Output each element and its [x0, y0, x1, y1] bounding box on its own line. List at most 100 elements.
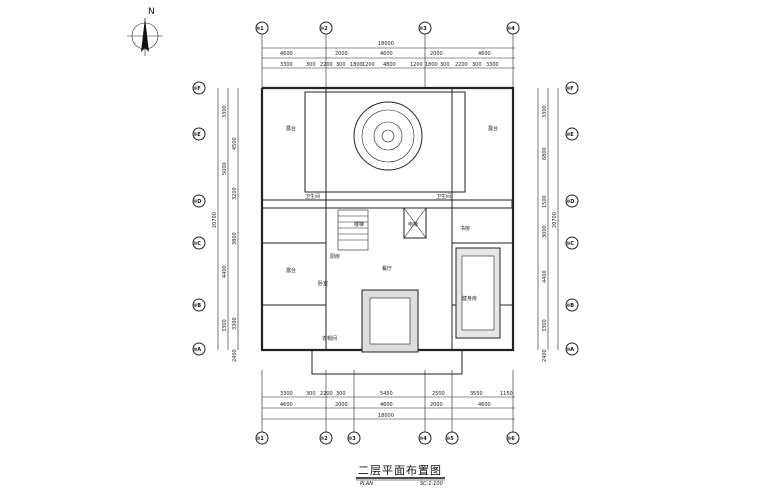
building-walls	[260, 86, 515, 375]
axis-bubbles-left: ⑩F ⑩E ⑩D ⑩C ⑩B ⑩A	[192, 81, 206, 356]
room-stair: 楼梯	[354, 221, 364, 228]
right-dim-7: 2400	[542, 349, 548, 362]
left-dim-2: 4500	[232, 137, 238, 150]
stair-icon	[337, 209, 369, 251]
top-dim-4: 2000	[430, 51, 443, 57]
axis-right-b: ⑩B	[566, 303, 574, 309]
room-study: 书房	[460, 225, 470, 232]
bottom-sub-2: 300	[306, 391, 316, 397]
axis-right-f: ⑩F	[566, 86, 574, 92]
axis-bottom-3: ⑩3	[348, 436, 356, 442]
top-sub-2: 300	[306, 62, 316, 68]
axis-left-a: ⑩A	[193, 347, 201, 353]
north-letter: N	[148, 7, 155, 17]
left-dim-5: 3800	[232, 232, 238, 245]
top-sub-8: 1200	[410, 62, 423, 68]
top-dim-5: 4600	[478, 51, 491, 57]
axis-bubbles-bottom: ⑩1 ⑩2 ⑩3 ⑩4 ⑩5 ⑩6	[255, 370, 520, 445]
room-terrace-left: 露台	[286, 125, 296, 132]
room-lift: 电梯	[408, 221, 418, 228]
room-cloak: 衣帽间	[322, 335, 337, 342]
room-kitchen: 厨房	[330, 253, 340, 260]
right-dim-5: 4400	[542, 270, 548, 283]
bottom-sub-5: 5450	[380, 391, 393, 397]
courtyard-hatch	[361, 247, 501, 353]
axis-bottom-4: ⑩4	[419, 436, 427, 442]
drawing-plan-word: PLAN	[360, 481, 373, 487]
room-bath-left: 卫生间	[305, 193, 320, 200]
bottom-sub-4: 300	[336, 391, 346, 397]
dining-table-icon	[353, 101, 423, 171]
bottom-dim-2: 2000	[335, 402, 348, 408]
axis-bubbles-top: ⑩1 ⑩2 ⑩3 ⑩4	[255, 21, 520, 88]
axis-bubbles-right: ⑩F ⑩E ⑩D ⑩C ⑩B ⑩A	[565, 81, 579, 356]
bottom-sub-8: 1150	[500, 391, 513, 397]
bottom-dim-3: 4600	[380, 402, 393, 408]
top-sub-5: 1800	[350, 62, 363, 68]
drawing-title: 二层平面布置图	[358, 464, 442, 477]
room-dining: 餐厅	[382, 265, 392, 272]
axis-left-f: ⑩F	[193, 86, 201, 92]
top-dimensions: 18000 4600 2000 4600 2000 4600 3300 300 …	[262, 41, 515, 69]
north-arrow-icon: N	[127, 7, 163, 56]
left-dim-4: 3200	[232, 187, 238, 200]
right-dim-2: 6800	[542, 147, 548, 160]
axis-left-d: ⑩D	[193, 199, 201, 205]
axis-right-a: ⑩A	[566, 347, 574, 353]
top-sub-13: 3300	[486, 62, 499, 68]
axis-bottom-1: ⑩1	[256, 436, 264, 442]
axis-top-4: ⑩4	[507, 26, 515, 32]
left-dim-6: 4400	[222, 265, 228, 278]
top-total-dim: 18000	[378, 41, 394, 47]
left-dim-7: 3300	[232, 317, 238, 330]
bottom-total-dim: 18000	[378, 413, 394, 419]
top-sub-4: 300	[336, 62, 346, 68]
axis-bottom-2: ⑩2	[320, 436, 328, 442]
bottom-dim-1: 4600	[280, 402, 293, 408]
top-sub-11: 2200	[455, 62, 468, 68]
bottom-sub-7: 3550	[470, 391, 483, 397]
left-dim-1: 3300	[222, 105, 228, 118]
axis-top-2: ⑩2	[320, 26, 328, 32]
lift-icon	[403, 207, 427, 239]
left-total-dim: 20700	[212, 212, 218, 228]
right-dim-6: 3300	[542, 319, 548, 332]
axis-top-1: ⑩1	[256, 26, 264, 32]
top-sub-9: 1800	[425, 62, 438, 68]
axis-top-3: ⑩3	[419, 26, 427, 32]
top-dim-3: 4600	[380, 51, 393, 57]
top-sub-12: 300	[472, 62, 482, 68]
room-bedroom: 卧室	[318, 280, 328, 287]
left-dim-9: 3300	[222, 319, 228, 332]
axis-right-d: ⑩D	[566, 199, 574, 205]
bottom-dim-5: 4600	[478, 402, 491, 408]
axis-left-b: ⑩B	[193, 303, 201, 309]
axis-left-c: ⑩C	[193, 241, 201, 247]
bottom-sub-6: 2500	[432, 391, 445, 397]
axis-right-e: ⑩E	[566, 132, 574, 138]
right-total-dim: 20700	[552, 212, 558, 228]
axis-bottom-6: ⑩6	[507, 436, 515, 442]
top-sub-7: 4800	[383, 62, 396, 68]
right-dim-4: 3000	[542, 225, 548, 238]
right-dim-1: 3300	[542, 105, 548, 118]
axis-bottom-5: ⑩5	[446, 436, 454, 442]
bottom-sub-1: 3300	[280, 391, 293, 397]
top-sub-1: 3300	[280, 62, 293, 68]
top-sub-3: 2200	[320, 62, 333, 68]
room-fitness: 健身房	[462, 295, 477, 302]
right-dimensions: 3300 6800 1500 3000 4400 3300 2400 20700	[537, 88, 559, 362]
top-dim-2: 2000	[335, 51, 348, 57]
axis-left-e: ⑩E	[193, 132, 201, 138]
top-dim-1: 4600	[280, 51, 293, 57]
left-dim-8: 2400	[232, 349, 238, 362]
room-bath-right: 卫生间	[436, 193, 451, 200]
left-dimensions: 3300 4500 5000 3200 3800 4400 3300 2400 …	[212, 88, 239, 362]
room-labels: 露台 露台 露台 餐厅 卧室 书房 卫生间 卫生间 楼梯 电梯 衣帽间 健身房 …	[286, 125, 498, 342]
bottom-dim-4: 2000	[430, 402, 443, 408]
room-terrace-mid: 露台	[286, 267, 296, 274]
right-dim-3: 1500	[542, 195, 548, 208]
bottom-dimensions: 3300 300 2200 300 5450 2500 3550 1150 46…	[262, 391, 515, 420]
room-terrace-right: 露台	[488, 125, 498, 132]
